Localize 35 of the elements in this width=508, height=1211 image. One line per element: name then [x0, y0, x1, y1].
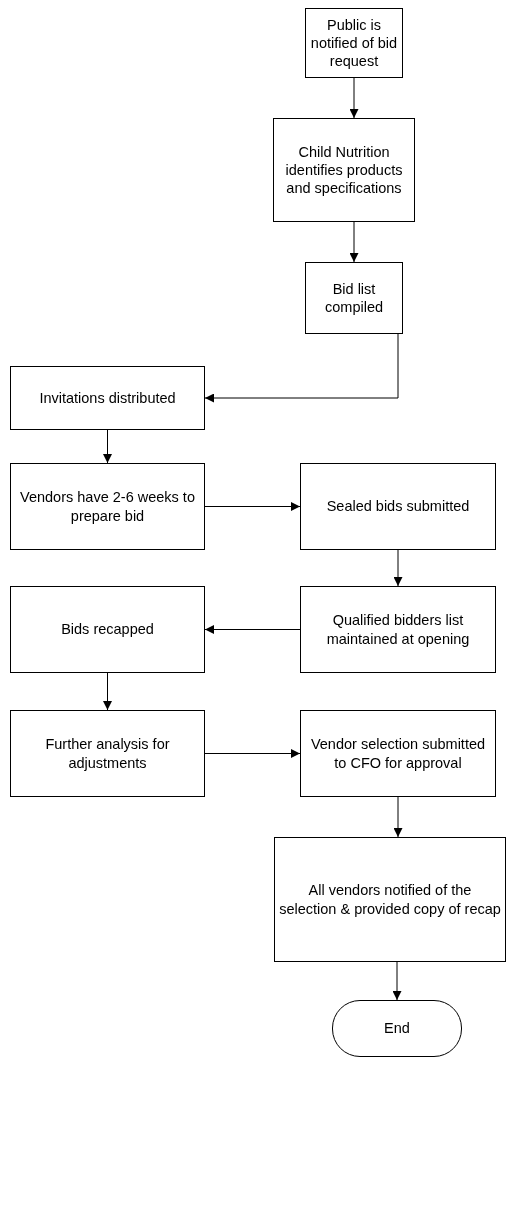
process-box [10, 463, 205, 550]
step-text: All vendors notified of the selection & provided copy of recap [278, 881, 502, 918]
arrow [393, 796, 403, 838]
process-box [10, 586, 205, 673]
step-text: Vendors have 2-6 weeks to prepare bid [19, 488, 196, 525]
process-box [300, 710, 496, 797]
arrow [103, 672, 112, 711]
step-text: Bids recapped [61, 620, 154, 639]
step-text: Sealed bids submitted [326, 497, 470, 516]
step-text: End [384, 1019, 410, 1038]
step-text: Further analysis for adjustments [44, 735, 171, 772]
process-box [274, 837, 506, 962]
arrow [103, 429, 112, 464]
process-box [273, 118, 415, 222]
step-text: Qualified bidders list maintained at opening [325, 611, 471, 648]
arrow [204, 625, 301, 634]
step-text: Vendor selection submitted to CFO for approval [309, 735, 487, 772]
process-box [305, 262, 403, 334]
arrow [349, 77, 359, 119]
terminator [332, 1000, 462, 1057]
step-text: Bid list compiled [324, 279, 384, 317]
step-text: Child Nutrition identifies products and specifications [284, 142, 404, 198]
arrow [349, 221, 359, 263]
process-box [300, 586, 496, 673]
process-box [305, 8, 403, 78]
process-box [10, 710, 205, 797]
arrow [392, 961, 402, 1001]
arrow [204, 502, 301, 511]
arrow [204, 749, 301, 758]
step-text: Public is notified of bid request [309, 15, 399, 71]
process-box [10, 366, 205, 430]
arrow [204, 333, 399, 403]
step-text: Invitations distributed [39, 388, 176, 408]
process-box [300, 463, 496, 550]
arrow [393, 549, 403, 587]
